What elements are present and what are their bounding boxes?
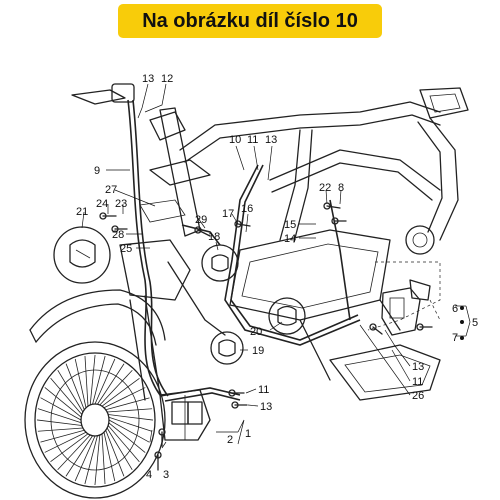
wheel-spoke <box>65 435 93 477</box>
wheel-spoke <box>50 377 83 415</box>
wheel-spoke <box>94 434 101 486</box>
wheel-spoke <box>105 397 150 411</box>
rear-brake-caliper <box>381 279 431 336</box>
callout-18: 18 <box>208 231 220 243</box>
wheel-spoke <box>74 435 96 482</box>
wheel-spoke <box>40 429 85 443</box>
callout-dots <box>460 306 464 340</box>
wheel-spoke <box>107 425 140 463</box>
callout-17: 17 <box>222 208 234 220</box>
leader-lines <box>81 83 471 449</box>
callout-11: 11 <box>412 376 423 388</box>
callout-10: 10 <box>229 134 241 146</box>
wheel-spoke <box>36 419 82 426</box>
wheel-spoke <box>57 434 91 471</box>
callout-13: 13 <box>142 73 154 85</box>
callout-15: 15 <box>284 219 296 231</box>
callout-13: 13 <box>260 401 272 413</box>
wheel-spoke <box>103 387 146 409</box>
dashed-guides <box>367 261 441 331</box>
wheel-spoke <box>37 408 82 424</box>
callout-16: 16 <box>241 203 253 215</box>
fasteners <box>99 202 433 471</box>
callout-labels: 13 12 10 11 13 9 27 24 23 21 28 25 29 17… <box>76 73 478 481</box>
callout-19: 19 <box>252 345 264 357</box>
callout-20: 20 <box>250 326 262 338</box>
wheel-spoke <box>103 432 116 482</box>
wheel-spoke <box>84 355 89 407</box>
callout-29: 29 <box>195 214 207 226</box>
callout-13: 13 <box>265 134 277 146</box>
callout-11: 11 <box>258 384 269 396</box>
wheel-spoke <box>105 430 125 477</box>
clamp-details <box>53 226 306 365</box>
wheel-spoke <box>108 419 150 443</box>
callout-14: 14 <box>284 233 296 245</box>
wheel-spoke <box>92 355 106 405</box>
wheel-spoke <box>57 369 84 413</box>
callout-3: 3 <box>163 469 169 481</box>
scooter-frame <box>29 83 469 401</box>
wheel-spoke <box>101 377 140 407</box>
callout-13: 13 <box>412 361 424 373</box>
callout-1: 1 <box>245 428 251 440</box>
wheel-spoke <box>84 435 98 485</box>
wheel-spoke <box>97 363 125 405</box>
wheel-spoke <box>108 422 146 453</box>
callout-23: 23 <box>115 198 127 210</box>
wheel-spoke <box>44 431 87 453</box>
callout-9: 9 <box>94 165 100 177</box>
callout-2: 2 <box>227 434 233 446</box>
callout-21: 21 <box>76 206 88 218</box>
brake-hoses <box>127 99 361 402</box>
front-wheel <box>24 341 166 499</box>
callout-27: 27 <box>105 184 117 196</box>
callout-22: 22 <box>319 182 331 194</box>
wheel-spoke <box>106 427 133 471</box>
callout-24: 24 <box>96 198 108 210</box>
callout-28: 28 <box>112 229 124 241</box>
wheel-spoke <box>108 414 154 421</box>
wheel-spoke <box>94 358 116 405</box>
wheel-spoke <box>40 397 82 421</box>
callout-25: 25 <box>120 243 132 255</box>
wheel-spoke <box>50 433 89 463</box>
wheel-spoke <box>99 369 133 406</box>
callout-26: 26 <box>412 390 424 402</box>
wheel-spoke <box>37 427 83 432</box>
banner-title: Na obrázku díl číslo 10 <box>142 9 358 32</box>
callout-5: 5 <box>472 317 478 329</box>
part-number-banner: Na obrázku díl číslo 10 <box>118 4 382 38</box>
wheel-spoke <box>108 416 153 432</box>
callout-11: 11 <box>247 134 258 146</box>
callout-12: 12 <box>161 73 173 85</box>
wheel-spoke <box>74 358 87 408</box>
callout-7: 7 <box>452 332 458 344</box>
wheel-spoke <box>107 408 153 413</box>
wheel-spoke <box>101 433 106 485</box>
wheel-spoke <box>44 387 82 418</box>
callout-6: 6 <box>452 303 458 315</box>
callout-4: 4 <box>146 469 152 481</box>
wheel-spoke <box>89 354 96 406</box>
wheel-spoke <box>65 363 85 410</box>
callout-8: 8 <box>338 182 344 194</box>
